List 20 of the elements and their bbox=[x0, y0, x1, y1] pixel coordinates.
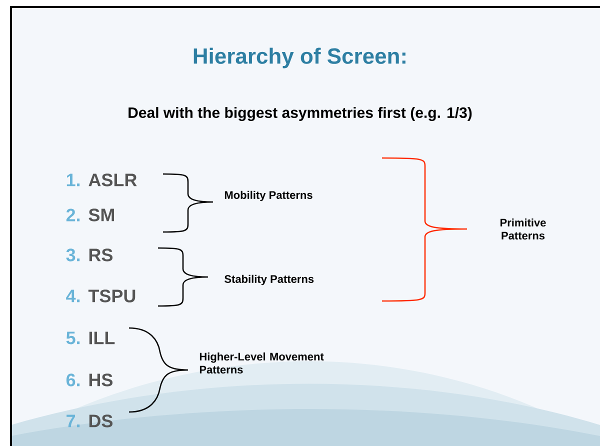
list-number: 7. bbox=[66, 414, 80, 428]
list-item: SM bbox=[88, 208, 114, 222]
list-number: 5. bbox=[66, 332, 80, 344]
group-label: Primitive Patterns bbox=[500, 218, 546, 240]
group-label: Higher-Level Movement Patterns bbox=[200, 352, 324, 374]
list-item: ILL bbox=[89, 332, 115, 344]
subtitle: Deal with the biggest asymmetries first (e.g. 1/3) bbox=[128, 106, 472, 122]
slide-title: Hierarchy of Screen: bbox=[194, 48, 406, 68]
list-item: HS bbox=[89, 374, 112, 386]
list-number: 2. bbox=[66, 208, 80, 222]
list-item: TSPU bbox=[88, 290, 136, 302]
list-number: 6. bbox=[66, 374, 80, 386]
group-label: Mobility Patterns bbox=[224, 190, 312, 202]
list-item: ASLR bbox=[88, 174, 137, 186]
list-item: RS bbox=[89, 248, 112, 262]
list-number: 1. bbox=[66, 174, 80, 186]
list-number: 3. bbox=[66, 248, 80, 262]
list-number: 4. bbox=[66, 290, 80, 302]
list-item: DS bbox=[89, 414, 112, 428]
group-label: Stability Patterns bbox=[224, 274, 314, 286]
